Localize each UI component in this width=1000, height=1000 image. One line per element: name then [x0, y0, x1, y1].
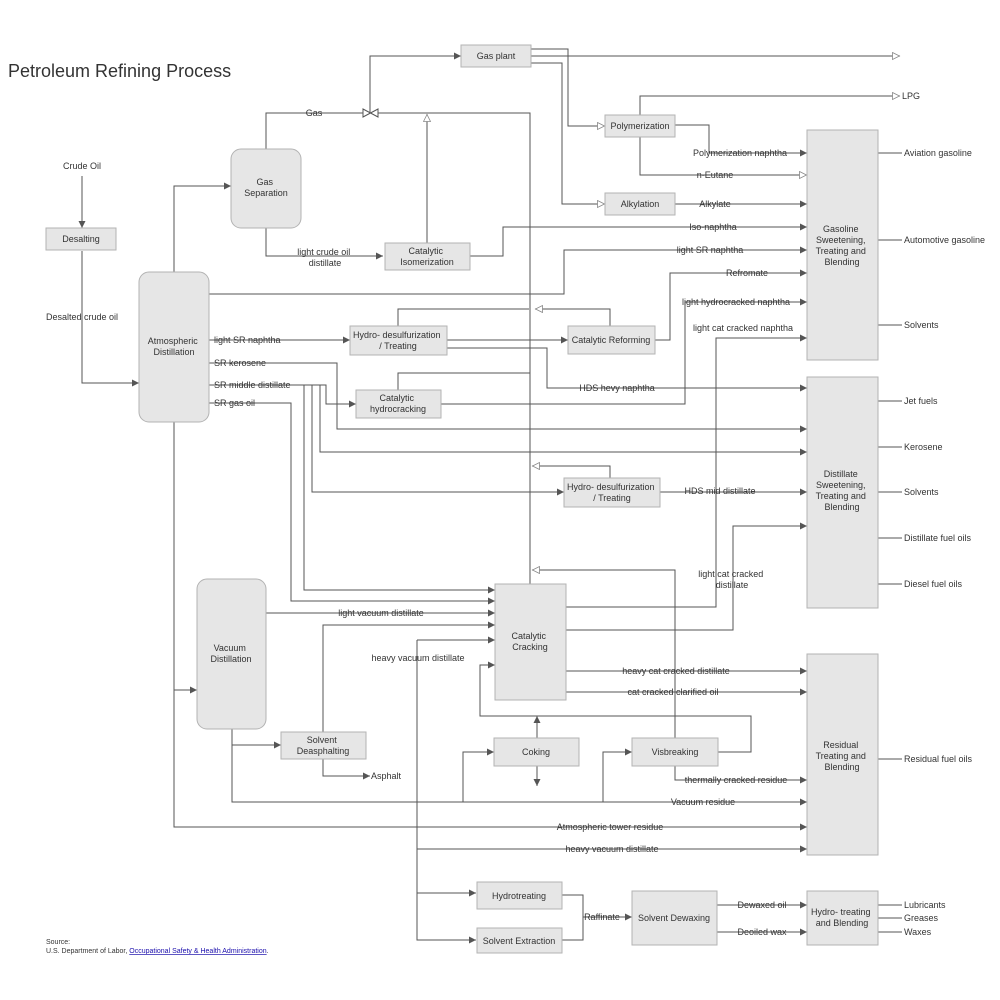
kerosene-output: Kerosene: [904, 442, 943, 452]
polymerization-label: Polymerization: [610, 121, 669, 131]
distillate-fuel-oils-output: Distillate fuel oils: [904, 533, 972, 543]
sr-gas-oil-label: SR gas oil: [214, 398, 255, 408]
heavy-vacuum-distillate-label-2: heavy vacuum distillate: [565, 844, 658, 854]
hydrotreating-node[interactable]: Hydrotreating: [476, 881, 563, 910]
solvent-deasphalting-label: Solvent Deasphalting: [297, 735, 350, 756]
catalytic-isomerization-node[interactable]: Catalytic Isomerization: [384, 242, 471, 271]
greases-output: Greases: [904, 913, 939, 923]
lubricants-output: Lubricants: [904, 900, 946, 910]
thermally-cracked-residue-label: thermally cracked residue: [685, 775, 788, 785]
light-cat-cracked-distillate-label: light cat cracked distillate: [698, 569, 766, 590]
n-eutane-label: n-Eutane: [697, 170, 734, 180]
gas-plant-node[interactable]: Gas plant: [460, 44, 532, 68]
atmospheric-distillation-label: Atmospheric Distillation: [148, 336, 201, 357]
jet-fuels-output: Jet fuels: [904, 396, 938, 406]
lpg-output: LPG: [902, 91, 920, 101]
gasoline-blending-node[interactable]: Gasoline Sweetening, Treating and Blendi…: [806, 129, 879, 361]
source-line: U.S. Department of Labor, Occupational S…: [46, 948, 269, 955]
solvent-extraction-label: Solvent Extraction: [483, 936, 556, 946]
gas-separation-node[interactable]: Gas Separation: [230, 148, 302, 229]
light-cat-cracked-naphtha-label: light cat cracked naphtha: [693, 323, 793, 333]
desalting-label: Desalting: [62, 234, 100, 244]
light-sr-naphtha-label-2: light SR naphtha: [677, 245, 744, 255]
waxes-output: Waxes: [904, 927, 932, 937]
sr-middle-distillate-label: SR middle distillate: [214, 380, 291, 390]
atmospheric-distillation-node[interactable]: Atmospheric Distillation: [138, 271, 210, 423]
aviation-gasoline-output: Aviation gasoline: [904, 148, 972, 158]
visbreaking-node[interactable]: Visbreaking: [631, 737, 719, 767]
deoiled-wax-label: Deoiled wax: [737, 927, 787, 937]
coking-label: Coking: [522, 747, 550, 757]
light-crude-oil-distillate-label: light crude oil distillate: [297, 247, 353, 268]
alkylation-node[interactable]: Alkylation: [604, 192, 676, 216]
solvents-output-1: Solvents: [904, 320, 939, 330]
catalytic-reforming-label: Catalytic Reforming: [572, 335, 651, 345]
flow-lines: [78, 48, 902, 944]
catalytic-isomerization-label: Catalytic Isomerization: [400, 246, 454, 267]
residual-blending-node[interactable]: Residual Treating and Blending: [806, 653, 879, 856]
asphalt-label: Asphalt: [371, 771, 402, 781]
hydro-desulfurization-treating-node-1[interactable]: Hydro- desulfurization / Treating: [349, 325, 448, 356]
source-note: Source: U.S. Department of Labor, Occupa…: [46, 939, 269, 955]
residual-blending-label: Residual Treating and Blending: [816, 740, 869, 772]
vacuum-distillation-node[interactable]: Vacuum Distillation: [196, 578, 267, 730]
heavy-cat-cracked-distillate-label: heavy cat cracked distillate: [622, 666, 730, 676]
polymerization-naphtha-label: Polymerization naphtha: [693, 148, 787, 158]
hydro-desulfurization-treating-node-2[interactable]: Hydro- desulfurization / Treating: [563, 477, 661, 508]
atmospheric-tower-residue-label: Atmospheric tower residue: [557, 822, 664, 832]
gasoline-blending-label: Gasoline Sweetening, Treating and Blendi…: [816, 224, 869, 267]
catalytic-reforming-node[interactable]: Catalytic Reforming: [567, 325, 656, 355]
cat-cracked-clarified-oil-label: cat cracked clarified oil: [627, 687, 718, 697]
raffinate-label: Raffinate: [584, 912, 620, 922]
hydro-desulfurization-label-1: Hydro- desulfurization / Treating: [353, 330, 443, 351]
desalting-node[interactable]: Desalting: [45, 227, 117, 251]
hydrotreating-label: Hydrotreating: [492, 891, 546, 901]
distillate-blending-label: Distillate Sweetening, Treating and Blen…: [816, 469, 869, 512]
solvent-extraction-node[interactable]: Solvent Extraction: [476, 927, 563, 954]
heavy-vacuum-distillate-label-1: heavy vacuum distillate: [371, 653, 464, 663]
vacuum-residue-label: Vacuum residue: [671, 797, 735, 807]
iso-naphtha-label: Iso-naphtha: [689, 222, 737, 232]
source-heading: Source:: [46, 939, 70, 946]
catalytic-cracking-label: Catalytic Cracking: [511, 631, 548, 652]
crude-oil-label: Crude Oil: [63, 161, 101, 171]
light-hydrocracked-naphtha-label: light hydrocracked naphtha: [682, 297, 790, 307]
distillate-blending-node[interactable]: Distillate Sweetening, Treating and Blen…: [806, 376, 879, 609]
desalted-crude-oil-label: Desalted crude oil: [46, 312, 118, 322]
hydro-desulfurization-label-2: Hydro- desulfurization / Treating: [567, 482, 657, 503]
refromate-label: Refromate: [726, 268, 768, 278]
solvents-output-2: Solvents: [904, 487, 939, 497]
sr-kerosene-label: SR kerosene: [214, 358, 266, 368]
diesel-fuel-oils-output: Diesel fuel oils: [904, 579, 963, 589]
hydro-treating-blending-node[interactable]: Hydro- treating and Blending: [806, 890, 879, 946]
alkylation-label: Alkylation: [621, 199, 660, 209]
visbreaking-label: Visbreaking: [652, 747, 699, 757]
catalytic-cracking-node[interactable]: Catalytic Cracking: [494, 583, 567, 701]
coking-node[interactable]: Coking: [493, 737, 580, 767]
vacuum-distillation-label: Vacuum Distillation: [210, 643, 251, 664]
osha-link[interactable]: Occupational Safety & Health Administrat…: [129, 948, 266, 955]
hydro-treating-blending-label: Hydro- treating and Blending: [811, 907, 873, 928]
light-sr-naphtha-label-1: light SR naphtha: [214, 335, 281, 345]
gas-separation-label: Gas Separation: [244, 177, 288, 198]
hds-hevy-naphtha-label: HDS hevy naphtha: [579, 383, 655, 393]
catalytic-hydrocracking-node[interactable]: Catalytic hydrocracking: [355, 389, 442, 419]
gas-plant-label: Gas plant: [477, 51, 516, 61]
dewaxed-oil-label: Dewaxed oil: [737, 900, 786, 910]
gas-label: Gas: [306, 108, 323, 118]
light-vacuum-distillate-label: light vacuum distillate: [338, 608, 424, 618]
solvent-dewaxing-label: Solvent Dewaxing: [638, 913, 710, 923]
alkylate-label: Alkylate: [699, 199, 731, 209]
residual-fuel-oils-output: Residual fuel oils: [904, 754, 973, 764]
solvent-deasphalting-node[interactable]: Solvent Deasphalting: [280, 731, 367, 760]
polymerization-node[interactable]: Polymerization: [604, 114, 676, 138]
page-title: Petroleum Refining Process: [8, 61, 231, 81]
hds-mid-distillate-label: HDS mid distillate: [684, 486, 755, 496]
solvent-dewaxing-node[interactable]: Solvent Dewaxing: [631, 890, 718, 946]
automotive-gasoline-output: Automotive gasoline: [904, 235, 985, 245]
catalytic-hydrocracking-label: Catalytic hydrocracking: [370, 393, 426, 414]
